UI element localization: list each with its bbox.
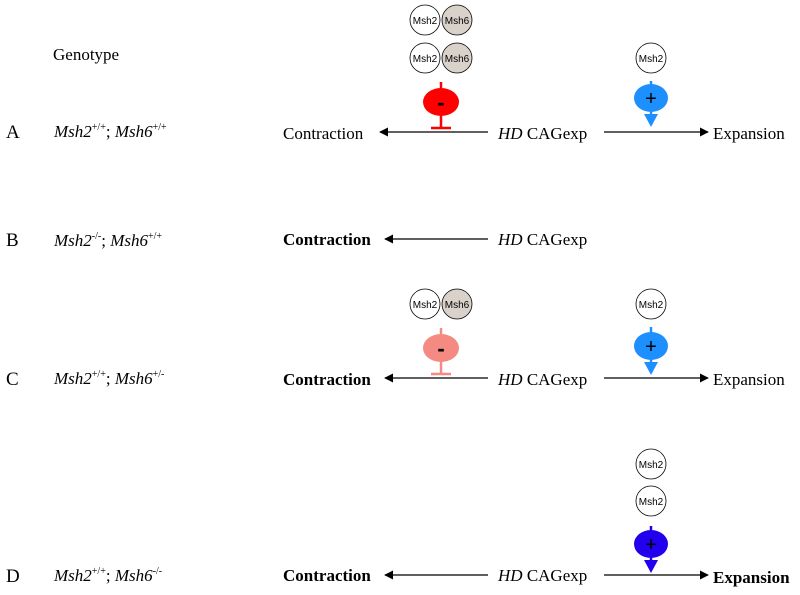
gene-msh2: Msh2 bbox=[54, 566, 92, 585]
msh6-protein bbox=[441, 288, 473, 320]
msh2-text: Msh2 bbox=[639, 497, 664, 508]
inhibitor-symbol-a: - bbox=[423, 82, 459, 130]
gene-msh6: Msh6 bbox=[110, 231, 148, 250]
msh6-text: Msh6 bbox=[445, 300, 470, 311]
msh2-msh6-dimer-top-a: Msh2 Msh6 bbox=[409, 4, 473, 36]
minus-oval bbox=[423, 334, 459, 362]
msh6-protein bbox=[441, 42, 473, 74]
hd-label: HD bbox=[498, 124, 523, 143]
separator: ; bbox=[105, 122, 115, 141]
hd-cagexp-c: HD CAGexp bbox=[498, 370, 587, 390]
msh2-monomer-bottom-d: Msh2 bbox=[635, 485, 667, 517]
msh2-protein bbox=[635, 448, 667, 480]
msh6-text: Msh6 bbox=[445, 16, 470, 27]
genotype-d: Msh2+/+; Msh6-/- bbox=[54, 566, 162, 586]
row-label-d: D bbox=[6, 566, 20, 587]
msh2-msh6-dimer-bottom-a: Msh2 Msh6 bbox=[409, 42, 473, 74]
plus-sign: + bbox=[645, 336, 657, 358]
hd-cagexp-a: HD CAGexp bbox=[498, 124, 587, 144]
msh2-monomer-top-d: Msh2 bbox=[635, 448, 667, 480]
msh2-text: Msh2 bbox=[639, 460, 664, 471]
msh2-protein bbox=[635, 42, 667, 74]
allele-msh2: +/+ bbox=[91, 566, 106, 577]
promoter-symbol-a: + bbox=[634, 81, 668, 127]
msh6-text: Msh6 bbox=[445, 54, 470, 65]
msh2-protein bbox=[635, 288, 667, 320]
allele-msh2: +/+ bbox=[91, 122, 106, 133]
hd-label: HD bbox=[498, 370, 523, 389]
msh2-text: Msh2 bbox=[413, 54, 438, 65]
allele-msh2: +/+ bbox=[91, 369, 106, 380]
cagexp-label: CAGexp bbox=[522, 124, 588, 143]
plus-sign: + bbox=[645, 534, 657, 556]
separator: ; bbox=[105, 369, 115, 388]
gene-msh2: Msh2 bbox=[54, 231, 92, 250]
inhibitor-symbol-c: - bbox=[423, 328, 459, 376]
hd-cagexp-b: HD CAGexp bbox=[498, 230, 587, 250]
separator: ; bbox=[105, 566, 115, 585]
msh6-protein bbox=[441, 4, 473, 36]
row-label-b: B bbox=[6, 230, 19, 251]
allele-msh6: -/- bbox=[152, 566, 163, 577]
msh2-text: Msh2 bbox=[413, 16, 438, 27]
expansion-label-c: Expansion bbox=[713, 370, 785, 389]
cagexp-label: CAGexp bbox=[522, 370, 588, 389]
msh2-protein bbox=[409, 288, 441, 320]
genotype-header: Genotype bbox=[53, 45, 120, 64]
msh2-monomer-c: Msh2 bbox=[635, 288, 667, 320]
hd-label: HD bbox=[498, 230, 523, 249]
msh2-protein bbox=[635, 485, 667, 517]
hd-label: HD bbox=[498, 566, 523, 585]
plus-oval bbox=[634, 84, 668, 112]
promoter-symbol-c: + bbox=[634, 327, 668, 375]
expansion-label-d: Expansion bbox=[713, 568, 790, 587]
gene-msh6: Msh6 bbox=[114, 122, 153, 141]
genotype-c: Msh2+/+; Msh6+/- bbox=[54, 369, 164, 389]
expansion-label-a: Expansion bbox=[713, 124, 785, 143]
msh2-protein bbox=[409, 4, 441, 36]
cagexp-label: CAGexp bbox=[522, 230, 588, 249]
plus-sign: + bbox=[645, 88, 657, 110]
hd-cagexp-d: HD CAGexp bbox=[498, 566, 587, 586]
contraction-label-a: Contraction bbox=[283, 124, 364, 143]
allele-msh6: +/- bbox=[152, 369, 165, 380]
msh2-text: Msh2 bbox=[413, 300, 438, 311]
genotype-a: Msh2+/+; Msh6+/+ bbox=[54, 122, 167, 142]
gene-msh6: Msh6 bbox=[114, 369, 153, 388]
plus-oval bbox=[634, 332, 668, 360]
allele-msh6: +/+ bbox=[148, 231, 163, 242]
msh2-text: Msh2 bbox=[639, 54, 664, 65]
minus-sign: - bbox=[437, 336, 444, 361]
gene-msh2: Msh2 bbox=[54, 369, 92, 388]
row-label-c: C bbox=[6, 369, 19, 390]
separator: ; bbox=[101, 231, 111, 250]
msh2-monomer-a: Msh2 bbox=[635, 42, 667, 74]
genotype-b: Msh2-/-; Msh6+/+ bbox=[54, 231, 162, 251]
msh2-msh6-dimer-c: Msh2 Msh6 bbox=[409, 288, 473, 320]
cagexp-label: CAGexp bbox=[522, 566, 588, 585]
msh2-protein bbox=[409, 42, 441, 74]
row-label-a: A bbox=[6, 122, 20, 143]
promoter-symbol-d: + bbox=[634, 526, 668, 573]
plus-oval bbox=[634, 530, 668, 558]
contraction-label-c: Contraction bbox=[283, 370, 371, 389]
allele-msh6: +/+ bbox=[152, 122, 167, 133]
msh2-text: Msh2 bbox=[639, 300, 664, 311]
allele-msh2: -/- bbox=[91, 231, 102, 242]
gene-msh2: Msh2 bbox=[54, 122, 92, 141]
minus-sign: - bbox=[437, 90, 444, 115]
contraction-label-b: Contraction bbox=[283, 230, 371, 249]
gene-msh6: Msh6 bbox=[114, 566, 153, 585]
minus-oval bbox=[423, 88, 459, 116]
contraction-label-d: Contraction bbox=[283, 566, 371, 585]
